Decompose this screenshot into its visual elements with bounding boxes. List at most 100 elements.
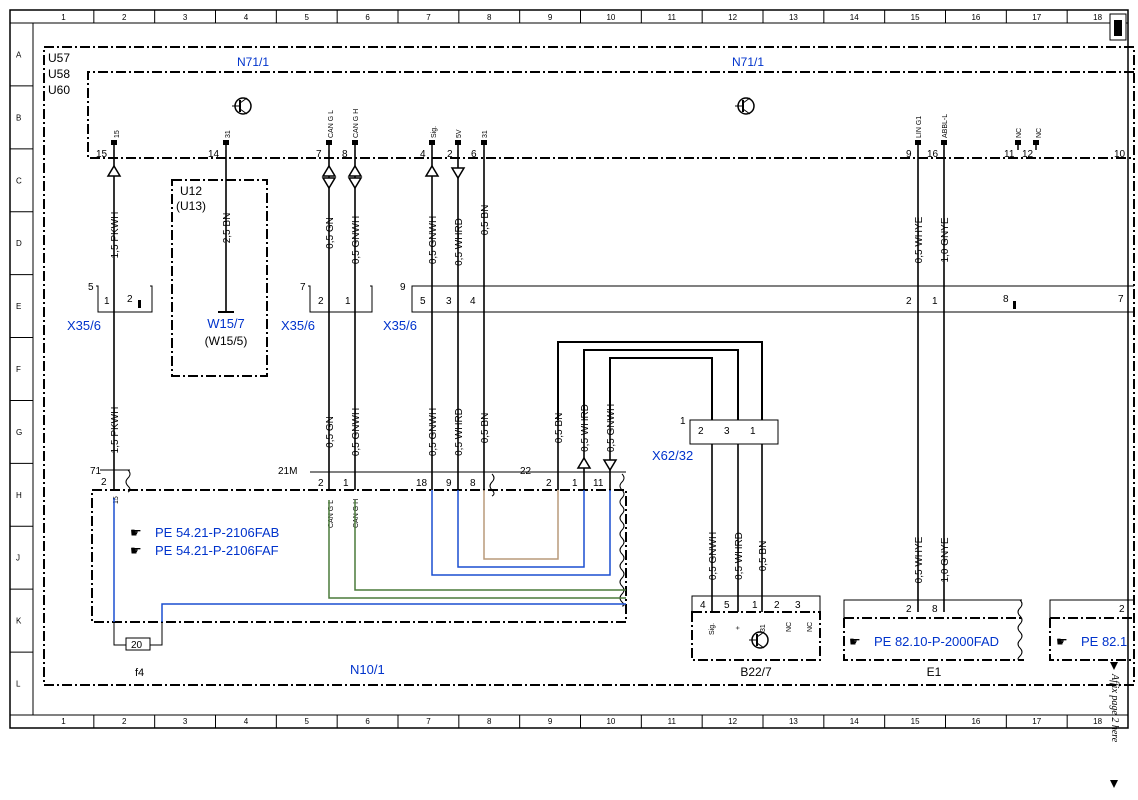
svg-text:7: 7 [300,282,306,293]
harness-whrd [583,349,739,420]
svg-text:15: 15 [114,130,121,138]
grid-col-label: 14 [850,13,859,22]
e1-label: E1 [927,665,942,679]
wire-label: 0,5 BN [480,205,491,236]
svg-text:15: 15 [113,496,120,504]
grid-row-label: C [16,176,22,185]
reference-link-54-21-faf[interactable]: ☛ PE 54.21-P-2106FAF [130,543,279,558]
transistor-icon [735,97,755,115]
w15-5-ground-label: (W15/5) [205,334,248,348]
grid-col-label: 17 [1032,13,1041,22]
svg-text:1: 1 [932,296,938,307]
grid-col-label: 11 [668,13,677,22]
grid-col-label: 5 [305,13,310,22]
grid-col-label: 2 [122,717,127,726]
b22-7-label: B22/7 [740,665,772,679]
triangle-down-icon [1110,780,1118,788]
wire-label: 0,5 BN [480,413,491,444]
grid-row-label: J [16,554,20,563]
transistor-icon [232,97,252,115]
u12-box [171,179,268,377]
pointing-hand-icon: ☛ [130,525,142,540]
svg-text:1: 1 [752,600,758,611]
grid-labels: 1122334455667788991010111112121313141415… [10,10,1103,728]
wire-label: 0,5 WHYE [914,536,925,583]
grid-row-label: E [16,302,21,311]
svg-text:5: 5 [420,296,426,307]
svg-text:16: 16 [927,149,939,160]
grid-row-label: B [16,113,21,122]
svg-text:2: 2 [127,294,133,305]
svg-text:Sig.: Sig. [709,623,716,635]
svg-text:LIN G1: LIN G1 [916,116,923,138]
u12-label: U12 [180,184,202,198]
n71-pin-signals: 15 31 CAN G L CAN G H Sig. 5V 31 LIN G1 … [114,109,1043,138]
unit-u58: U58 [48,67,70,81]
u13-label: (U13) [176,199,206,213]
svg-text:12: 12 [1022,149,1034,160]
fuse-f4-icon [125,637,151,651]
arrow-up-icon [106,164,122,177]
x35-6-label-a: X35/6 [67,318,101,333]
reference-link-82-1[interactable]: ☛ PE 82.1 [1056,634,1127,649]
wire-label: 0,5 GNWH [351,408,362,456]
n10-connector-labels: 71 21M 22 2 2 1 18 9 8 2 1 11 15 CAN G L… [90,466,604,528]
grid-col-label: 10 [606,717,615,726]
connector-x35-6-c: 9 5 3 4 2 1 8 7 [400,282,1134,313]
reference-link-54-21-fab[interactable]: ☛ PE 54.21-P-2106FAB [130,525,279,540]
grid-col-label: 17 [1032,717,1041,726]
svg-text:4: 4 [470,296,476,307]
svg-text:14: 14 [208,149,220,160]
svg-text:5: 5 [724,600,730,611]
svg-text:2: 2 [698,426,704,437]
wire-label: 1,5 PKWH [110,212,121,259]
svg-text:21M: 21M [278,466,297,477]
svg-text:3: 3 [446,296,452,307]
svg-text:2: 2 [774,600,780,611]
svg-text:11: 11 [593,478,604,489]
svg-text:9: 9 [906,149,912,160]
transistor-icon [749,631,769,649]
svg-text:22: 22 [520,466,532,477]
arrow-up-icon [576,456,592,469]
grid-col-label: 18 [1093,717,1102,726]
wire-label: 0,5 GN [325,416,336,448]
grid-col-label: 16 [971,717,980,726]
grid-col-label: 10 [606,13,615,22]
svg-text:ABBL-L: ABBL-L [942,114,949,138]
grid-col-label: 1 [61,13,66,22]
grid-row-label: F [16,365,21,374]
grid-col-label: 1 [61,717,66,726]
n71-label-left: N71/1 [237,55,269,69]
wire-label: 0,5 GNWH [428,216,439,264]
reference-link-82-10-fad[interactable]: ☛ PE 82.10-P-2000FAD [849,634,999,649]
affix-page-note: Affix page 2 here [1100,660,1134,795]
svg-text:3: 3 [795,600,801,611]
wire-label: 0,5 GNWH [351,216,362,264]
pointing-hand-icon: ☛ [1056,634,1068,649]
pointing-hand-icon: ☛ [130,543,142,558]
wire-label: 0,5 WHRD [734,532,745,580]
grid-col-label: 8 [487,13,492,22]
svg-text:9: 9 [446,478,452,489]
wire-label: 0,5 WHRD [454,218,465,266]
svg-text:1: 1 [345,296,351,307]
wire-label: 0,5 GNWH [606,404,617,452]
svg-text:10: 10 [1114,149,1126,160]
svg-text:3: 3 [724,426,730,437]
svg-text:CAN G L: CAN G L [328,500,335,528]
grid-row-label: D [16,239,22,248]
svg-text:CAN G H: CAN G H [353,109,360,138]
wire-label: 2,5 BN [222,213,233,244]
reference-text: PE 82.10-P-2000FAD [874,634,999,649]
pointing-hand-icon: ☛ [849,634,861,649]
vehicle-variant-border [43,46,1135,686]
wire-label: 0,5 WHRD [454,408,465,456]
grid-col-label: 7 [426,13,431,22]
connector-x35-6-a: 5 1 2 [88,282,153,313]
grid-col-label: 8 [487,717,492,726]
svg-text:2: 2 [906,604,912,615]
svg-text:31: 31 [482,130,489,138]
svg-text:71: 71 [90,466,102,477]
